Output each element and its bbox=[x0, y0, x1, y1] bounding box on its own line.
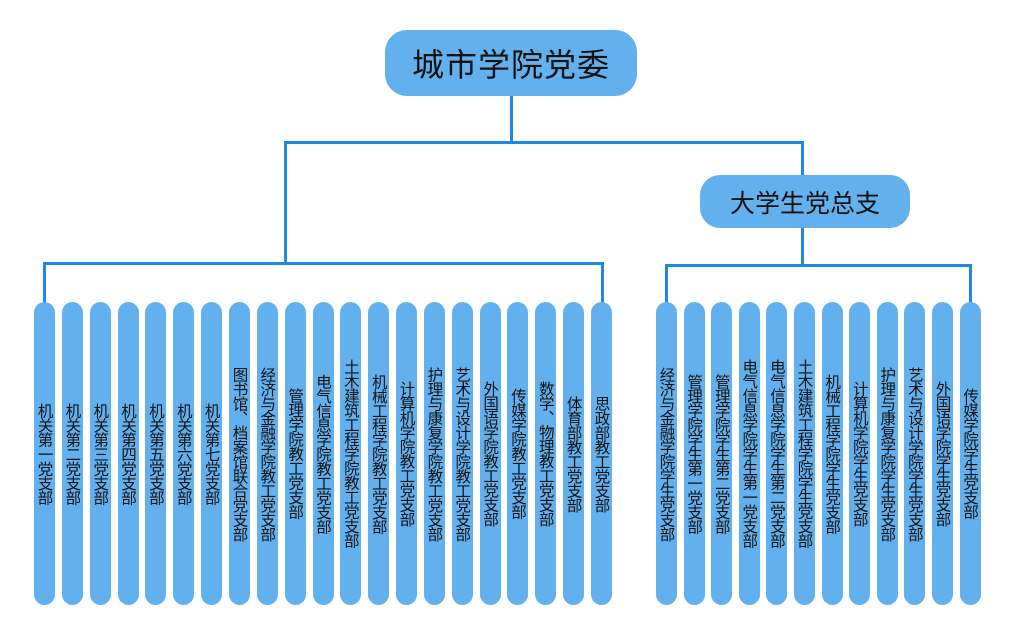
connector-root-down bbox=[510, 96, 513, 144]
branch-node-label: 管理学院学生第一党支部 bbox=[685, 373, 704, 534]
branch-node-label: 机关第七党支部 bbox=[202, 402, 221, 505]
branch-node-label: 机关第五党支部 bbox=[146, 402, 165, 505]
branch-node[interactable]: 外国语学院教工党支部 bbox=[479, 302, 501, 605]
branch-node[interactable]: 管理学院教工党支部 bbox=[284, 302, 306, 605]
branch-node[interactable]: 电气信息学院学生第二党支部 bbox=[766, 302, 788, 605]
branch-node[interactable]: 机关第五党支部 bbox=[145, 302, 167, 605]
branch-node-label: 计算机学院教工党支部 bbox=[397, 381, 416, 526]
branch-node[interactable]: 护理与康复学院学生党支部 bbox=[876, 302, 898, 605]
branch-node-label: 电气信息学院学生第二党支部 bbox=[767, 359, 786, 548]
branch-node-label: 体育部教工党支部 bbox=[564, 395, 583, 512]
root-node-party-committee[interactable]: 城市学院党委 bbox=[385, 30, 637, 96]
branch-node-label: 护理与康复学院学生党支部 bbox=[878, 366, 897, 541]
branch-node-label: 土木建筑工程学院教工党支部 bbox=[341, 359, 360, 548]
connector-left-horizontal bbox=[43, 262, 604, 265]
student-general-branch-node[interactable]: 大学生党总支 bbox=[700, 175, 910, 228]
branch-node-label: 护理与康复学院教工党支部 bbox=[425, 366, 444, 541]
branch-node[interactable]: 土木建筑工程学院学生党支部 bbox=[794, 302, 815, 605]
connector-sub-down bbox=[801, 228, 804, 266]
branch-node[interactable]: 机关第三党支部 bbox=[89, 302, 111, 605]
branch-node[interactable]: 图书馆、档案馆联合党支部 bbox=[228, 302, 250, 605]
connector-right-first-drop bbox=[665, 264, 668, 304]
branch-node[interactable]: 经济与金融学院学生党支部 bbox=[656, 302, 677, 605]
branch-node[interactable]: 外国语学院学生党支部 bbox=[932, 302, 953, 605]
branch-node-label: 土木建筑工程学院学生党支部 bbox=[795, 359, 814, 548]
branch-node[interactable]: 机关第四党支部 bbox=[117, 302, 139, 605]
branch-node-label: 传媒学院学生党支部 bbox=[961, 388, 980, 519]
branch-node[interactable]: 体育部教工党支部 bbox=[563, 302, 585, 605]
branch-node[interactable]: 计算机学院教工党支部 bbox=[396, 302, 418, 605]
connector-right-down bbox=[801, 141, 804, 176]
branch-node[interactable]: 管理学院学生第二党支部 bbox=[711, 302, 733, 605]
branch-node[interactable]: 机关第七党支部 bbox=[201, 302, 223, 605]
branch-node-label: 管理学院教工党支部 bbox=[286, 388, 305, 519]
branch-node[interactable]: 经济与金融学院教工党支部 bbox=[256, 302, 278, 605]
branch-node[interactable]: 机关第六党支部 bbox=[173, 302, 195, 605]
branch-node[interactable]: 传媒学院学生党支部 bbox=[959, 302, 981, 605]
branch-node[interactable]: 计算机学院学生党支部 bbox=[849, 302, 871, 605]
branch-node-label: 外国语学院教工党支部 bbox=[481, 381, 500, 526]
student-general-branch-label: 大学生党总支 bbox=[729, 188, 880, 218]
branch-node[interactable]: 传媒学院教工党支部 bbox=[507, 302, 529, 605]
branch-node-label: 机关第二党支部 bbox=[63, 402, 82, 505]
branch-node-label: 艺术与设计学院教工党支部 bbox=[453, 366, 472, 541]
branch-node-label: 机关第三党支部 bbox=[91, 402, 110, 505]
branch-node[interactable]: 电气信息学院教工党支部 bbox=[312, 302, 334, 605]
branch-node-label: 机关第六党支部 bbox=[174, 402, 193, 505]
branch-node-label: 艺术与设计学院学生党支部 bbox=[905, 366, 924, 541]
branch-node[interactable]: 机械工程学院学生党支部 bbox=[821, 302, 843, 605]
root-node-label: 城市学院党委 bbox=[411, 46, 610, 84]
branch-node-label: 传媒学院教工党支部 bbox=[508, 388, 527, 519]
branch-node-label: 电气信息学院教工党支部 bbox=[314, 373, 332, 534]
connector-right-horizontal bbox=[665, 264, 972, 267]
branch-node[interactable]: 管理学院学生第一党支部 bbox=[683, 302, 705, 605]
branch-node-label: 机关第四党支部 bbox=[119, 402, 138, 505]
branch-node-label: 经济与金融学院教工党支部 bbox=[258, 366, 277, 541]
branch-node-label: 经济与金融学院学生党支部 bbox=[657, 366, 676, 541]
branch-node-label: 管理学院学生第二党支部 bbox=[712, 373, 731, 534]
branch-node[interactable]: 土木建筑工程学院教工党支部 bbox=[340, 302, 362, 605]
branch-node[interactable]: 艺术与设计学院教工党支部 bbox=[451, 302, 473, 605]
branch-node[interactable]: 数学、物理教工党支部 bbox=[535, 302, 557, 605]
branch-node[interactable]: 艺术与设计学院学生党支部 bbox=[904, 302, 926, 605]
branch-node-label: 机械工程学院学生党支部 bbox=[823, 373, 842, 534]
branch-node-label: 机关第一党支部 bbox=[35, 402, 54, 505]
branch-node[interactable]: 机械工程学院教工党支部 bbox=[368, 302, 390, 605]
branch-node[interactable]: 机关第一党支部 bbox=[34, 302, 55, 605]
branch-node-label: 计算机学院学生党支部 bbox=[850, 381, 869, 526]
connector-level1-horizontal bbox=[284, 141, 804, 144]
branch-node-label: 图书馆、档案馆联合党支部 bbox=[230, 366, 249, 541]
branch-node[interactable]: 思政部教工党支部 bbox=[591, 302, 612, 605]
connector-left-down bbox=[284, 141, 287, 265]
branch-node-label: 电气信息学院学生第一党支部 bbox=[740, 359, 759, 548]
connector-right-last-drop bbox=[969, 264, 972, 304]
branch-node-label: 机械工程学院教工党支部 bbox=[369, 373, 388, 534]
branch-node-label: 数学、物理教工党支部 bbox=[536, 381, 555, 526]
connector-left-last-drop bbox=[601, 262, 604, 304]
branch-node[interactable]: 电气信息学院学生第一党支部 bbox=[738, 302, 760, 605]
branch-node[interactable]: 护理与康复学院教工党支部 bbox=[423, 302, 445, 605]
connector-left-first-drop bbox=[43, 262, 46, 304]
branch-node[interactable]: 机关第二党支部 bbox=[61, 302, 83, 605]
branch-node-label: 思政部教工党支部 bbox=[592, 395, 611, 512]
branch-node-label: 外国语学院学生党支部 bbox=[933, 381, 952, 526]
